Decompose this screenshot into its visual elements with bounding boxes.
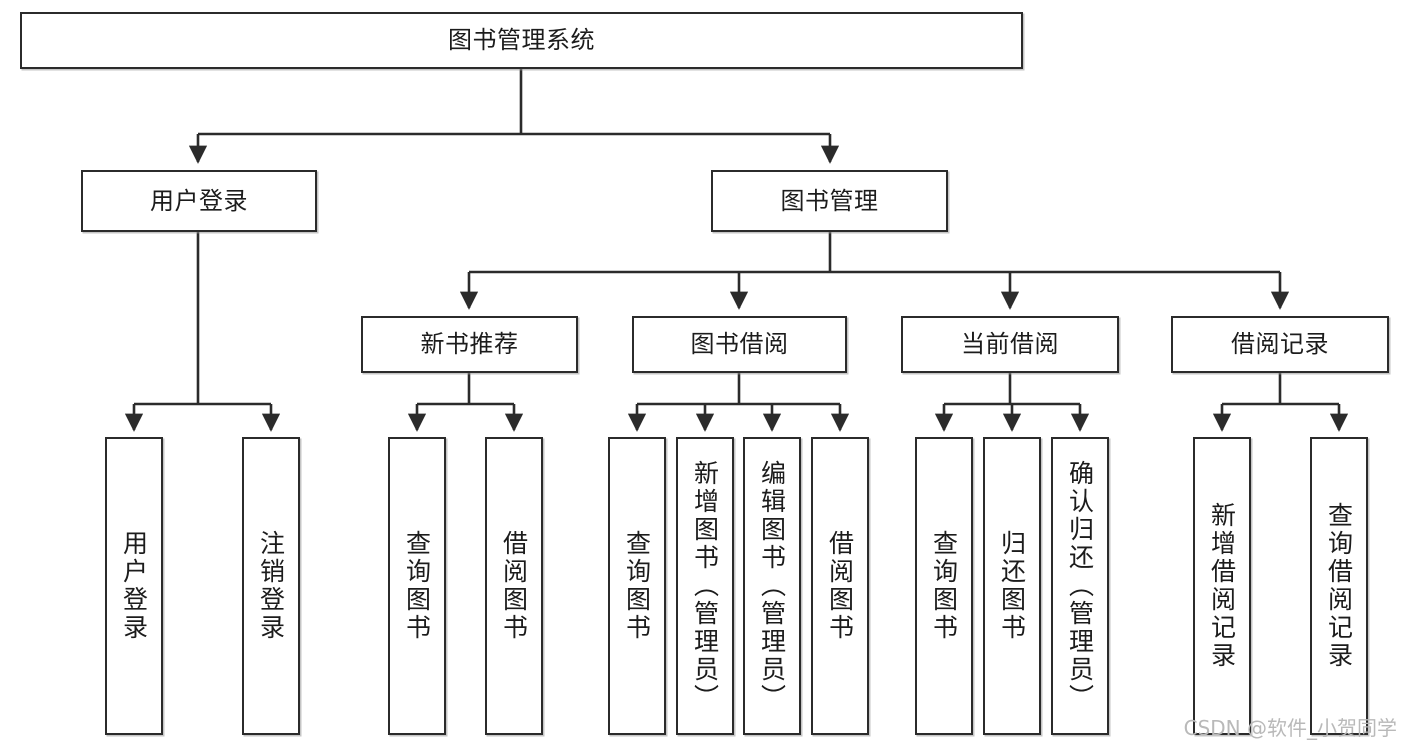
node-leaf-query-record[interactable]: 查询借阅记录 xyxy=(1310,437,1368,735)
node-current-borrow[interactable]: 当前借阅 xyxy=(901,316,1119,373)
node-leaf-query-book-1-label: 查询图书 xyxy=(402,530,432,642)
node-book-borrow[interactable]: 图书借阅 xyxy=(632,316,847,373)
node-leaf-query-book-1[interactable]: 查询图书 xyxy=(388,437,446,735)
node-leaf-edit-book-label: 编辑图书（管理员） xyxy=(757,460,787,712)
node-leaf-user-login[interactable]: 用户登录 xyxy=(105,437,163,735)
node-leaf-query-book-3[interactable]: 查询图书 xyxy=(915,437,973,735)
node-book-borrow-label: 图书借阅 xyxy=(690,330,789,359)
node-leaf-edit-book[interactable]: 编辑图书（管理员） xyxy=(743,437,801,735)
watermark: CSDN @软件_小贺同学 xyxy=(1183,716,1397,740)
node-current-borrow-label: 当前借阅 xyxy=(961,330,1059,359)
node-root[interactable]: 图书管理系统 xyxy=(20,12,1023,69)
node-new-book-rec-label: 新书推荐 xyxy=(420,330,519,359)
node-book-manage[interactable]: 图书管理 xyxy=(711,170,948,232)
node-book-manage-label: 图书管理 xyxy=(780,186,879,215)
node-leaf-borrow-book-2-label: 借阅图书 xyxy=(825,530,855,642)
node-leaf-query-book-3-label: 查询图书 xyxy=(929,530,959,642)
node-leaf-add-record[interactable]: 新增借阅记录 xyxy=(1193,437,1251,735)
node-leaf-borrow-book-2[interactable]: 借阅图书 xyxy=(811,437,869,735)
node-leaf-borrow-book-1[interactable]: 借阅图书 xyxy=(485,437,543,735)
node-leaf-logout[interactable]: 注销登录 xyxy=(242,437,300,735)
node-leaf-return-book-label: 归还图书 xyxy=(997,530,1027,642)
node-leaf-query-record-label: 查询借阅记录 xyxy=(1324,502,1354,670)
node-new-book-rec[interactable]: 新书推荐 xyxy=(361,316,578,373)
node-leaf-add-book[interactable]: 新增图书（管理员） xyxy=(676,437,734,735)
node-user-login[interactable]: 用户登录 xyxy=(81,170,317,232)
node-leaf-query-book-2[interactable]: 查询图书 xyxy=(608,437,666,735)
node-borrow-record-label: 借阅记录 xyxy=(1231,330,1329,359)
node-leaf-add-record-label: 新增借阅记录 xyxy=(1207,502,1237,670)
node-leaf-query-book-2-label: 查询图书 xyxy=(622,530,652,642)
node-leaf-confirm-return[interactable]: 确认归还（管理员） xyxy=(1051,437,1109,735)
node-leaf-return-book[interactable]: 归还图书 xyxy=(983,437,1041,735)
node-leaf-user-login-label: 用户登录 xyxy=(119,530,149,642)
node-leaf-borrow-book-1-label: 借阅图书 xyxy=(499,530,529,642)
node-leaf-logout-label: 注销登录 xyxy=(256,530,286,642)
node-borrow-record[interactable]: 借阅记录 xyxy=(1171,316,1389,373)
node-leaf-add-book-label: 新增图书（管理员） xyxy=(690,460,720,712)
node-user-login-label: 用户登录 xyxy=(150,186,248,215)
node-leaf-confirm-return-label: 确认归还（管理员） xyxy=(1065,460,1095,712)
node-root-label: 图书管理系统 xyxy=(448,26,595,55)
